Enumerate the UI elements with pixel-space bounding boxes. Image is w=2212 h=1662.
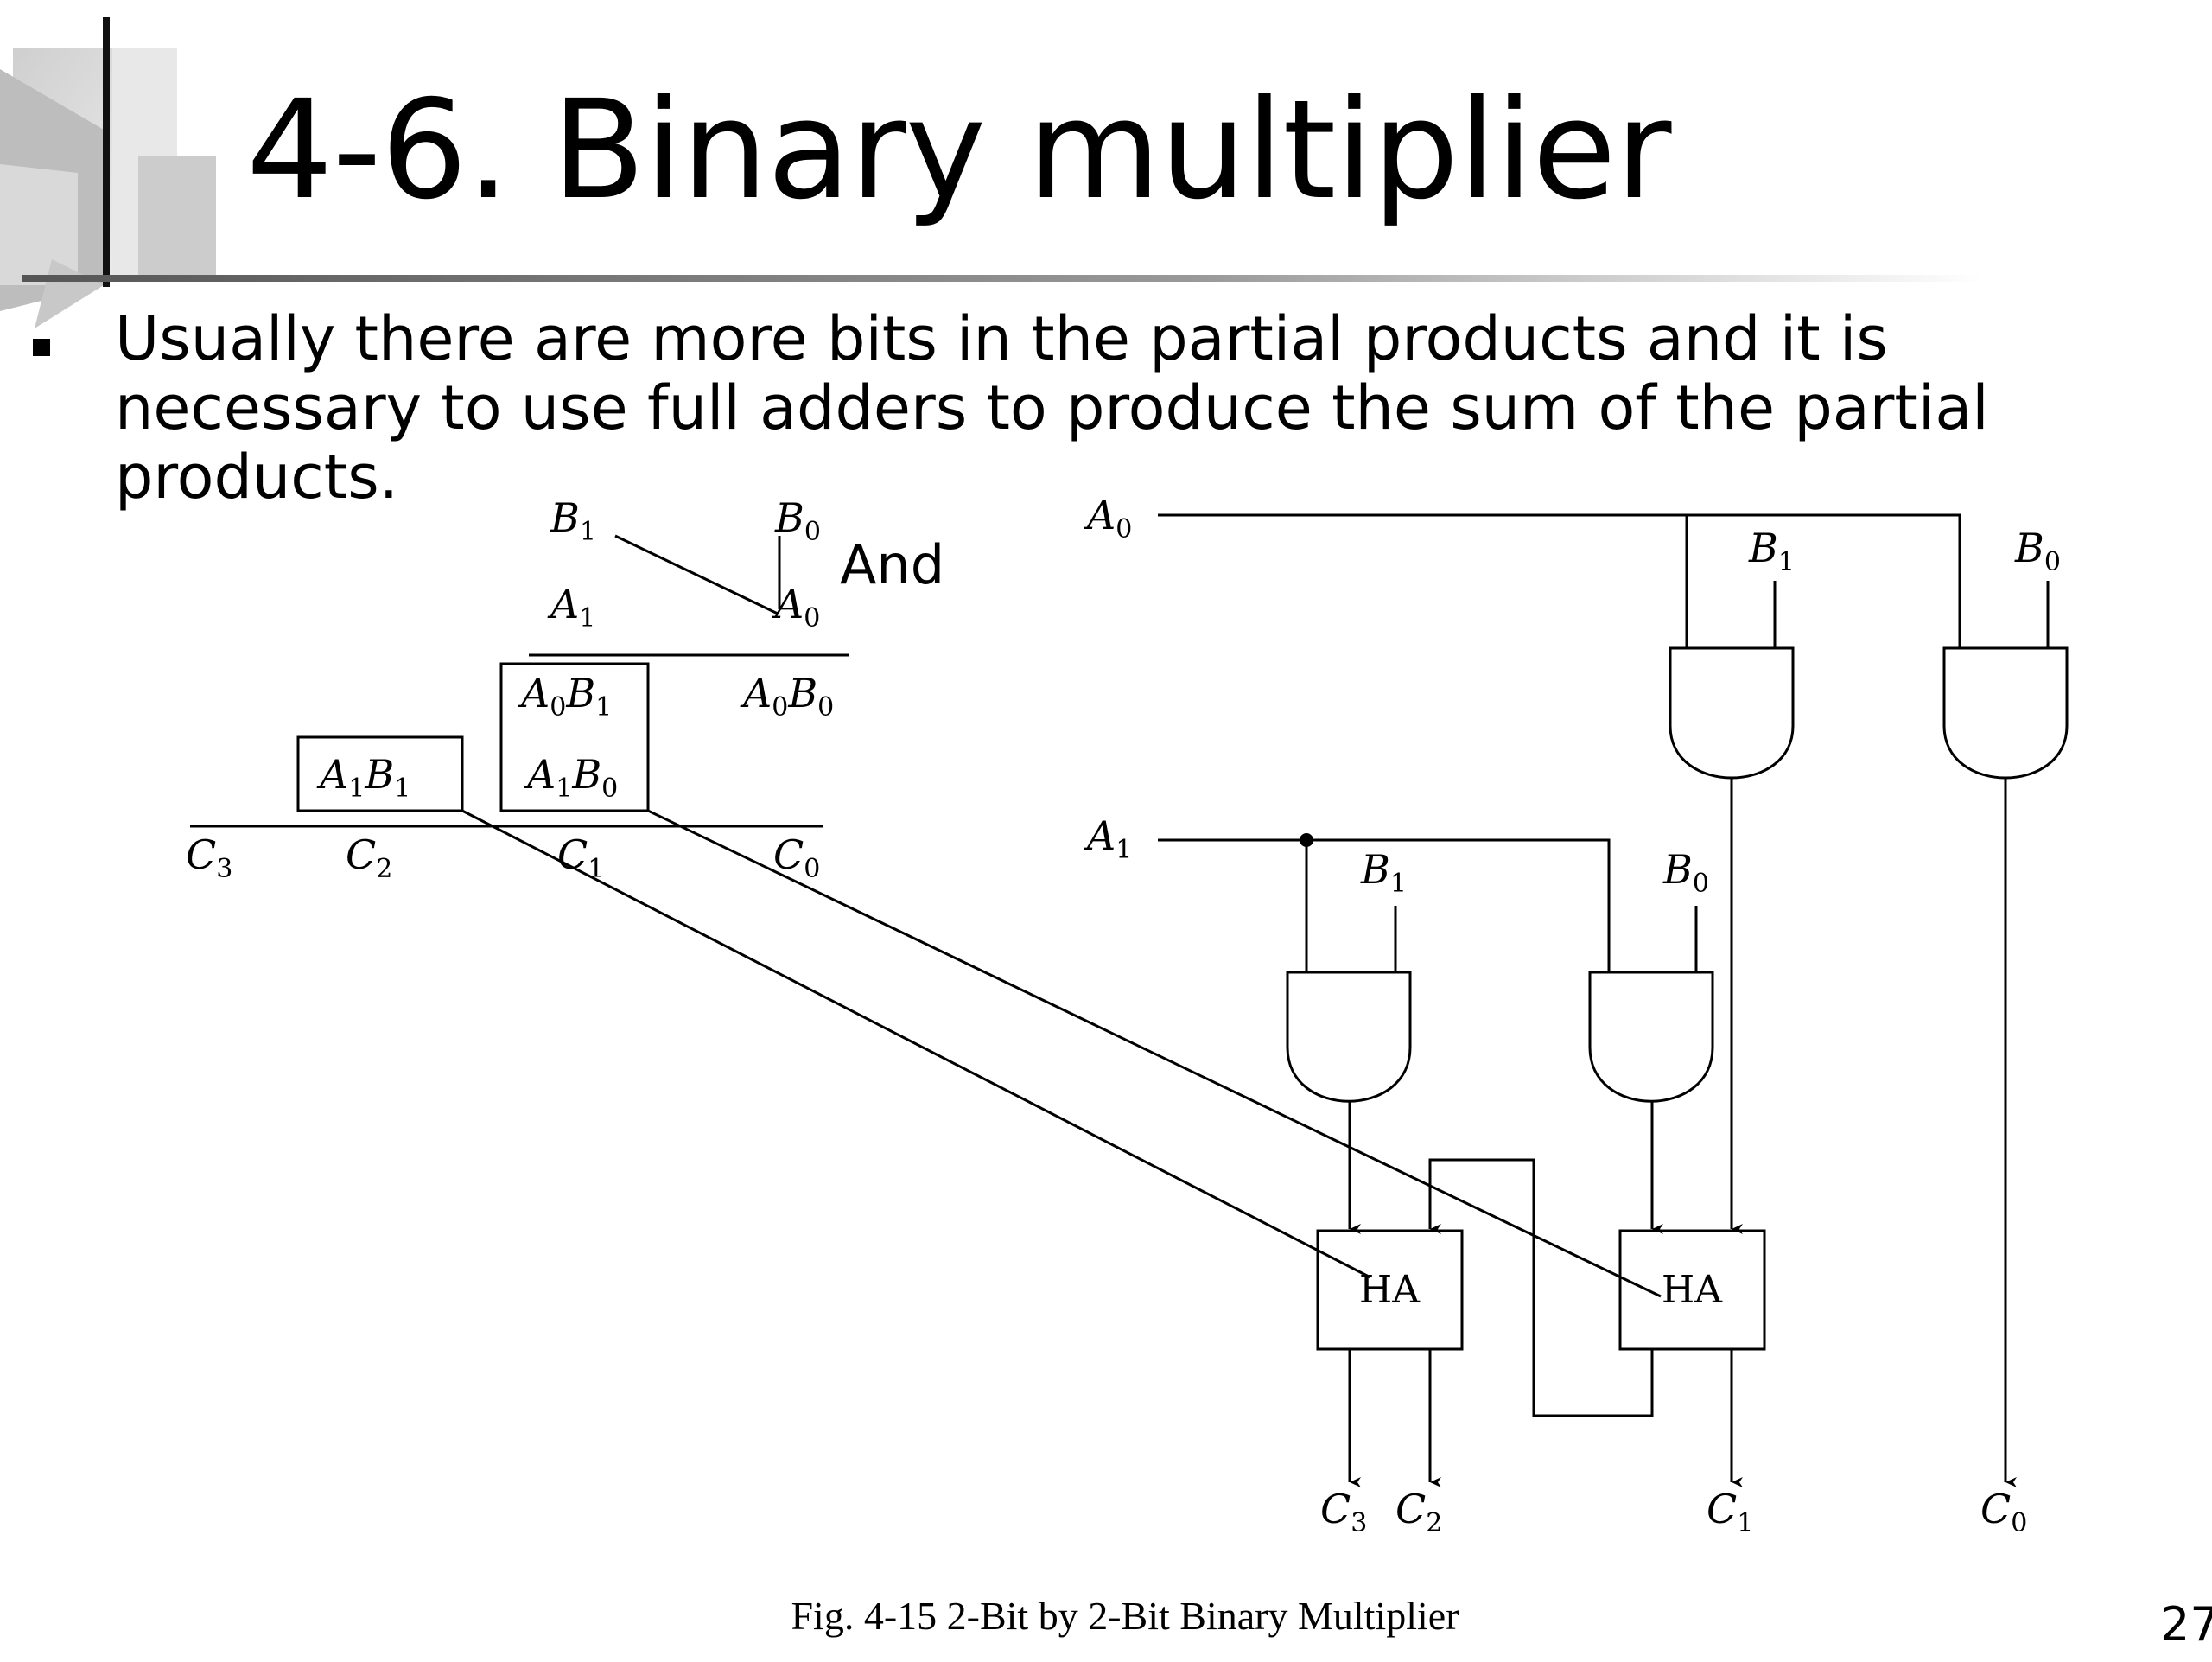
label-output-c2: C2 (1395, 1486, 1442, 1538)
label-result-c0: C0 (773, 831, 820, 884)
partial-product-box-column-1 (499, 662, 650, 812)
label-result-c3: C3 (186, 831, 232, 884)
label-output-c3: C3 (1320, 1486, 1367, 1538)
wire-a0 (1158, 513, 1961, 648)
bullet-icon (33, 339, 50, 356)
page-number: 27 (2160, 1597, 2212, 1652)
corner-decoration (0, 48, 216, 328)
half-adder-right-label: HA (1662, 1268, 1723, 1312)
label-mult-b1: B1 (550, 494, 596, 547)
pointer-b1-to-a0 (614, 534, 779, 615)
and-gate-a1b1 (1286, 971, 1412, 1103)
annotation-and: And (840, 533, 944, 596)
label-input-b1-top: B1 (1748, 525, 1795, 577)
and-gate-a0b0 (1942, 646, 2069, 780)
half-adder-left-label: HA (1359, 1268, 1421, 1312)
label-partial-a0b1: A0B1 (518, 670, 612, 723)
label-mult-a1: A1 (547, 581, 595, 634)
figure-caption: Fig. 4-15 2-Bit by 2-Bit Binary Multipli… (791, 1594, 1459, 1638)
page-title: 4-6. Binary multiplier (246, 71, 1671, 230)
label-input-b0-top: B0 (2014, 525, 2061, 577)
half-adder-left (1316, 1229, 1464, 1351)
label-partial-a0b0: A0B0 (740, 670, 834, 723)
label-partial-a1b0: A1B0 (524, 751, 618, 804)
label-input-a0: A0 (1084, 492, 1132, 544)
label-mult-b0: B0 (774, 494, 821, 547)
label-output-c1: C1 (1707, 1486, 1753, 1538)
and-gate-a1b0 (1588, 971, 1714, 1103)
title-vertical-bar (103, 17, 110, 287)
label-input-b0-bottom: B0 (1662, 846, 1709, 899)
label-partial-a1b1: A1B1 (316, 751, 410, 804)
label-output-c0: C0 (1980, 1486, 2027, 1538)
half-adder-right (1618, 1229, 1766, 1351)
pointer-to-right-adder (647, 809, 1662, 1298)
label-input-a1: A1 (1084, 812, 1132, 865)
wire-junction-dot (1300, 833, 1313, 847)
label-result-c2: C2 (346, 831, 392, 884)
title-underline (22, 275, 1983, 282)
label-result-c1: C1 (557, 831, 604, 884)
pointer-to-left-adder (461, 809, 1371, 1279)
partial-product-box-a1b1 (296, 735, 464, 812)
label-input-b1-bottom: B1 (1360, 846, 1407, 899)
and-gate-a0b1 (1669, 646, 1795, 780)
wire-carry-to-left-ha (1428, 1158, 1654, 1417)
label-mult-a0: A0 (772, 581, 820, 634)
bullet-text: Usually there are more bits in the parti… (115, 303, 1989, 513)
